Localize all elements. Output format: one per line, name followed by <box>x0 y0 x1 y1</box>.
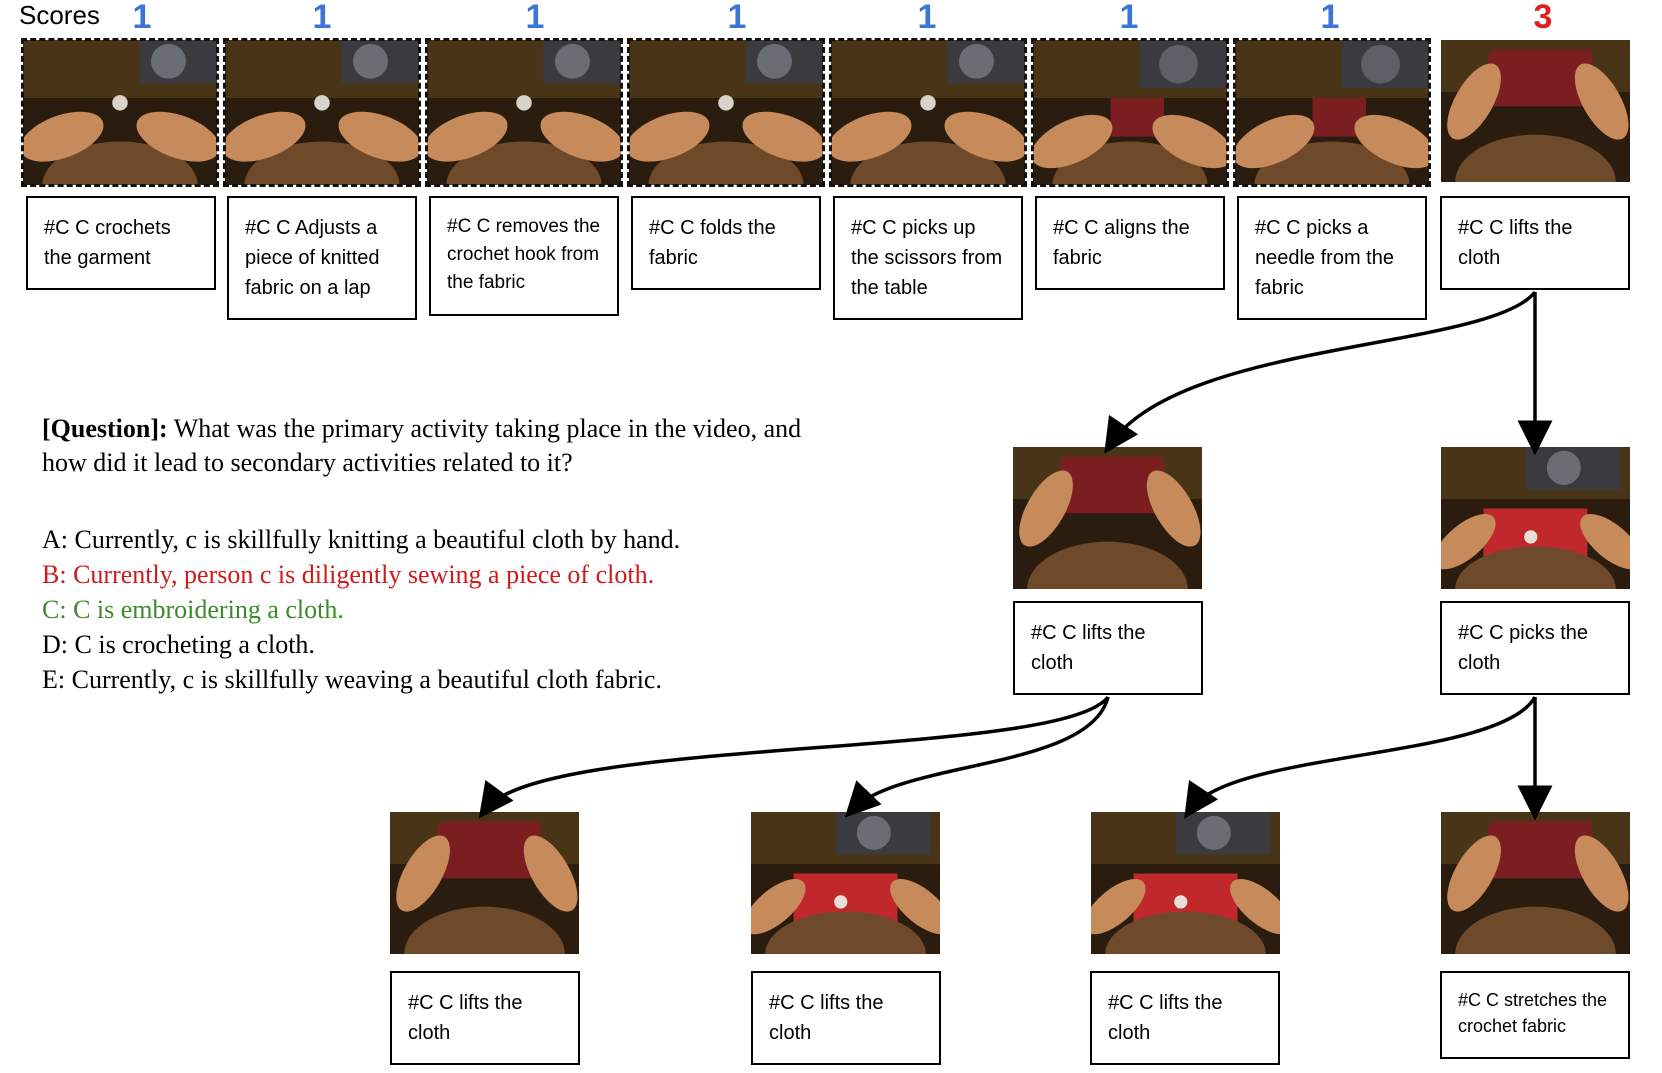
caption-box: #C C lifts the cloth <box>1013 601 1203 695</box>
caption-box: #C C picks a needle from the fabric <box>1237 196 1427 320</box>
score-2: 1 <box>312 0 332 36</box>
arrow <box>478 695 1110 819</box>
frame-thumbnail <box>751 812 940 954</box>
caption-box: #C C lifts the cloth <box>751 971 941 1065</box>
frame-thumbnail <box>390 812 579 954</box>
score-4: 1 <box>727 0 747 36</box>
frame-thumbnail <box>1013 447 1202 589</box>
frame-thumbnail <box>627 38 825 187</box>
frame-thumbnail <box>1031 38 1229 187</box>
arrow <box>1104 290 1537 454</box>
frame-thumbnail <box>1441 40 1630 182</box>
question-label: [Question]: <box>42 414 168 443</box>
caption-box: #C C picks the cloth <box>1440 601 1630 695</box>
frame-thumbnail <box>1441 812 1630 954</box>
option-b: B: Currently, person c is diligently sew… <box>42 560 655 589</box>
frame-thumbnail <box>21 38 219 187</box>
score-5: 1 <box>917 0 937 36</box>
caption-box: #C C stretches the crochet fabric <box>1440 971 1630 1059</box>
arrow <box>844 696 1110 818</box>
question-text: [Question]: What was the primary activit… <box>42 412 842 480</box>
caption-box: #C C aligns the fabric <box>1035 196 1225 290</box>
score-8: 3 <box>1533 0 1553 36</box>
option-a: A: Currently, c is skillfully knitting a… <box>42 525 681 554</box>
question-body: What was the primary activity taking pla… <box>42 414 802 477</box>
caption-box: #C C crochets the garment <box>26 196 216 290</box>
caption-box: #C C picks up the scissors from the tabl… <box>833 196 1023 320</box>
score-6: 1 <box>1119 0 1139 36</box>
score-3: 1 <box>525 0 545 36</box>
caption-box: #C C Adjusts a piece of knitted fabric o… <box>227 196 417 320</box>
frame-thumbnail <box>829 38 1027 187</box>
arrow <box>1184 696 1537 819</box>
option-d: D: C is crocheting a cloth. <box>42 630 315 659</box>
frame-thumbnail <box>223 38 421 187</box>
score-7: 1 <box>1320 0 1340 36</box>
caption-box: #C C folds the fabric <box>631 196 821 290</box>
frame-thumbnail <box>1233 38 1431 187</box>
caption-box: #C C removes the crochet hook from the f… <box>429 196 619 316</box>
caption-box: #C C lifts the cloth <box>1440 196 1630 290</box>
frame-thumbnail <box>1091 812 1280 954</box>
score-1: 1 <box>132 0 152 36</box>
scores-label: Scores <box>19 0 100 30</box>
frame-thumbnail <box>1441 447 1630 589</box>
option-e: E: Currently, c is skillfully weaving a … <box>42 665 662 694</box>
option-c: C: C is embroidering a cloth. <box>42 595 344 624</box>
caption-box: #C C lifts the cloth <box>1090 971 1280 1065</box>
caption-box: #C C lifts the cloth <box>390 971 580 1065</box>
frame-thumbnail <box>425 38 623 187</box>
